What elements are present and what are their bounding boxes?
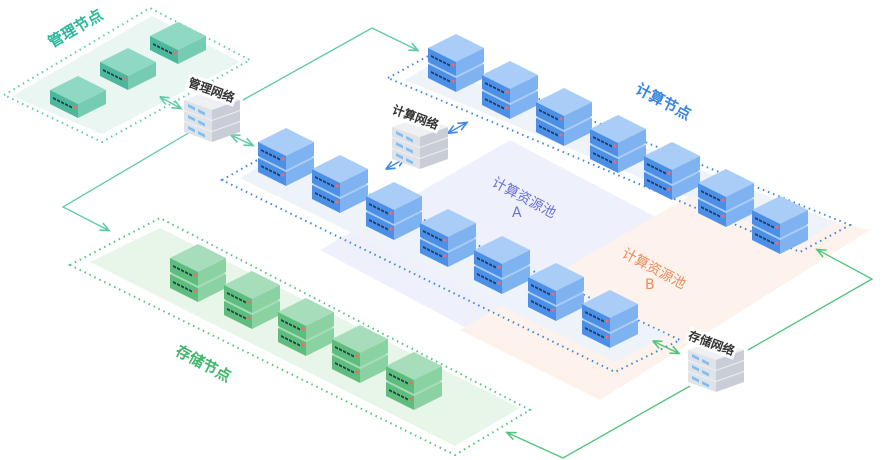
pool-b-sub: B <box>645 277 655 293</box>
storage-server <box>278 298 334 356</box>
mgmt-to-storage-line <box>61 127 198 230</box>
mgmt-node-link <box>162 98 180 108</box>
compute-server <box>420 209 476 267</box>
storage-server <box>170 244 226 302</box>
compute-server <box>644 142 700 200</box>
compute-server <box>474 236 530 294</box>
compute-net-upper-link <box>450 123 466 132</box>
compute-server <box>698 169 754 227</box>
storage-to-storage-nodes-line <box>508 385 691 459</box>
management-network-switch <box>184 90 240 142</box>
compute-server <box>582 290 638 348</box>
compute-server <box>528 263 584 321</box>
management-server <box>50 76 106 118</box>
storage-server <box>332 325 388 383</box>
pool-a-sub: A <box>512 205 522 221</box>
storage-server <box>224 271 280 329</box>
management-server <box>150 22 206 64</box>
compute-server <box>366 182 422 240</box>
storage-compute-link <box>655 342 678 353</box>
storage-to-compute-line <box>747 250 874 351</box>
compute-server <box>312 155 368 213</box>
storage-server <box>386 352 442 410</box>
compute-server <box>752 196 808 254</box>
compute-server <box>482 61 538 119</box>
compute-server <box>590 115 646 173</box>
compute-server <box>536 88 592 146</box>
pool-a-area <box>320 140 680 330</box>
mgmt-to-compute-line <box>242 27 417 101</box>
mgmt-compute-link <box>233 136 252 145</box>
management-server <box>100 48 156 90</box>
compute-server <box>258 128 314 186</box>
compute-server <box>428 34 484 92</box>
